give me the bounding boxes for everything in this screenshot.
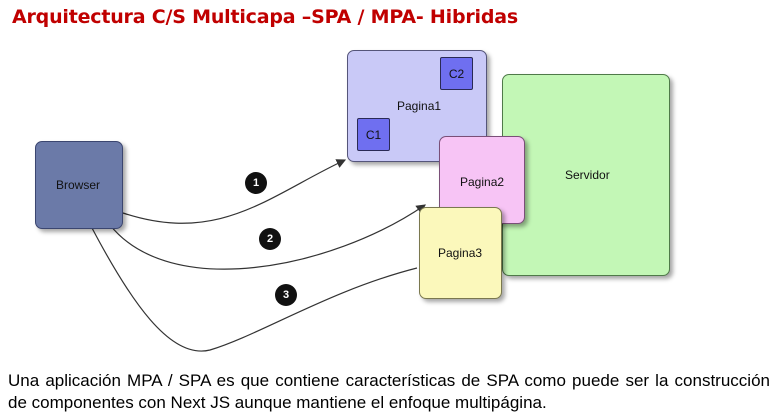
arrow-3 — [91, 227, 418, 352]
component-c1: C1 — [357, 118, 390, 151]
arrow-1 — [122, 159, 347, 224]
servidor-box: Servidor — [502, 74, 670, 276]
c2-label: C2 — [448, 67, 465, 81]
pagina3-label: Pagina3 — [438, 246, 483, 260]
description-paragraph: Una aplicación MPA / SPA es que contiene… — [8, 371, 770, 412]
step-badge-3: 3 — [275, 284, 297, 306]
browser-label: Browser — [56, 178, 101, 192]
step-badge-1: 1 — [245, 172, 267, 194]
component-c2: C2 — [440, 57, 473, 90]
step-badge-2: 2 — [259, 228, 281, 250]
pagina3-box: Pagina3 — [419, 207, 502, 299]
page-title: Arquitectura C/S Multicapa –SPA / MPA- H… — [12, 6, 518, 28]
arrow-2 — [109, 204, 426, 270]
c1-label: C1 — [365, 128, 382, 142]
servidor-label: Servidor — [565, 168, 610, 182]
pagina1-label: Pagina1 — [397, 99, 442, 113]
pagina2-label: Pagina2 — [460, 175, 505, 189]
browser-box: Browser — [35, 141, 123, 229]
